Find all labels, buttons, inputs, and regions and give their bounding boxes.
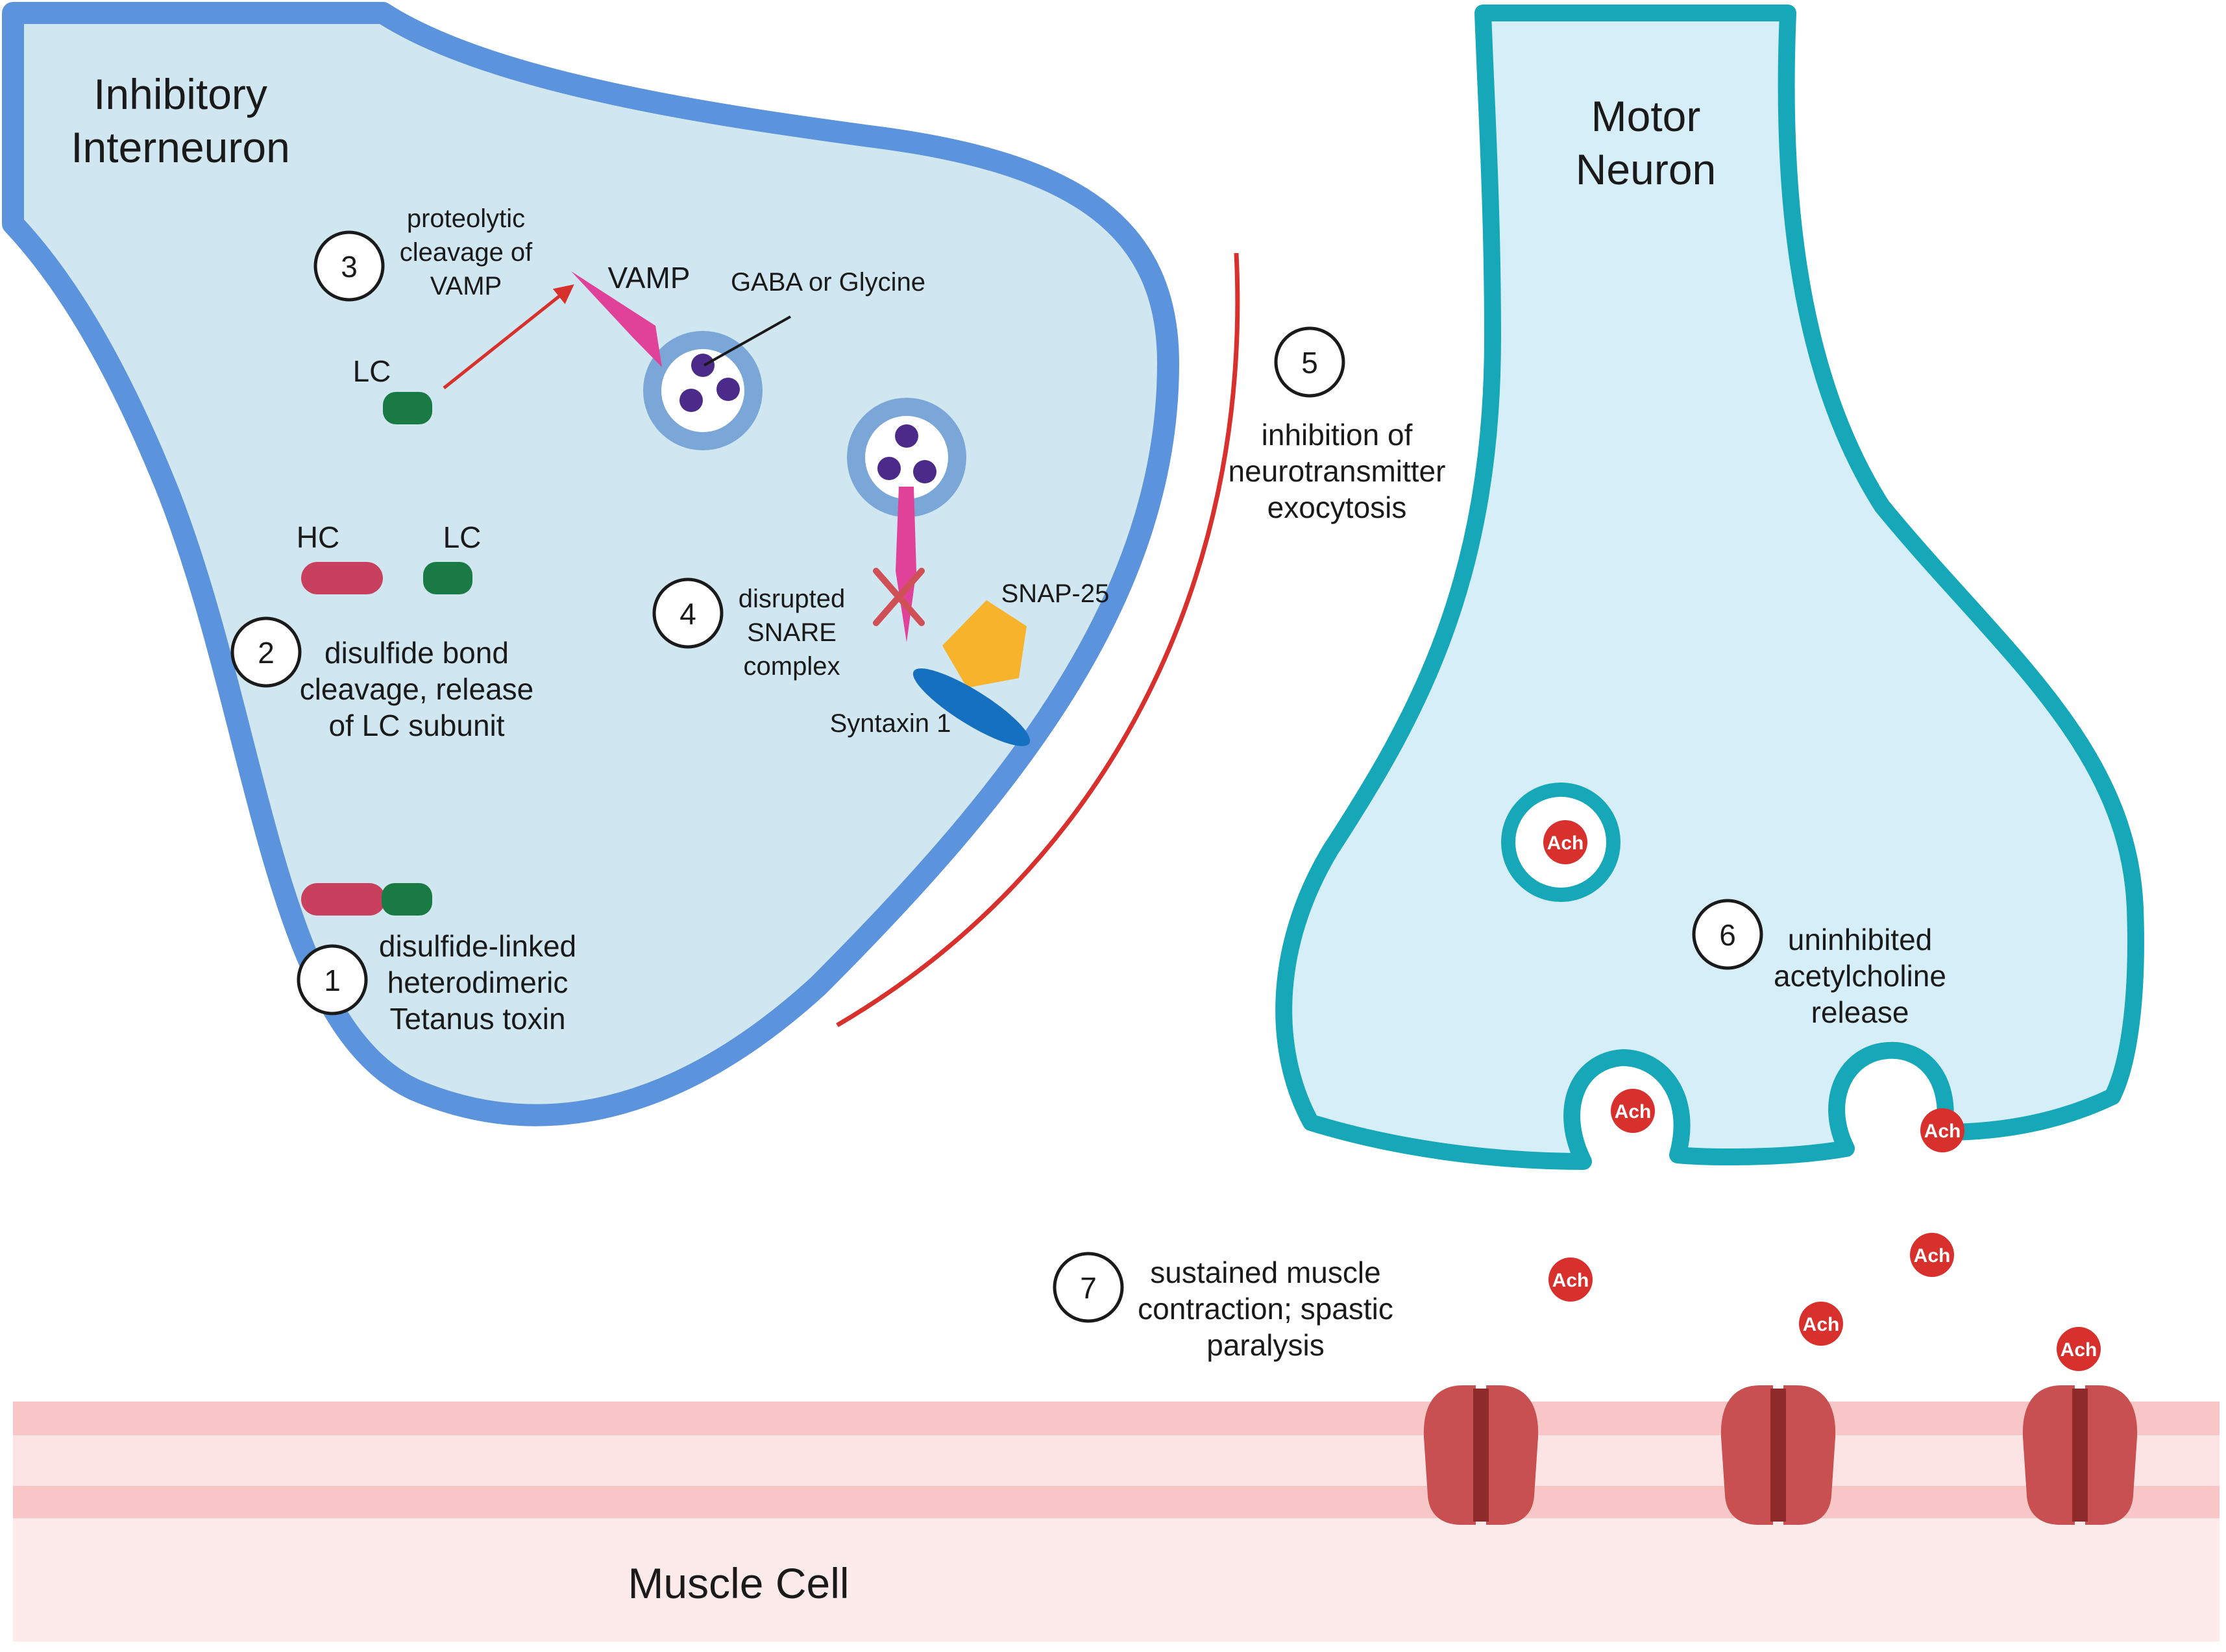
motor-neuron-body xyxy=(1275,5,2144,1170)
step-number: 2 xyxy=(258,636,275,670)
step-text-line: uninhibited xyxy=(1788,923,1933,956)
inhibition-barrier-line xyxy=(836,252,1240,1028)
ach-molecule-label: Ach xyxy=(1803,1314,1840,1335)
motor-title-line1: Motor xyxy=(1591,92,1701,140)
step-text-line: disrupted xyxy=(739,585,846,613)
light-chain-subunit xyxy=(383,392,432,424)
step-text-line: Tetanus toxin xyxy=(389,1002,565,1036)
step-text-line: cleavage, release xyxy=(300,672,534,706)
step-1: 1 disulfide-linked heterodimeric Tetanus… xyxy=(297,929,576,1036)
step-number-circle xyxy=(297,944,368,1015)
ach-receptor xyxy=(1423,1385,1539,1525)
gaba-label: GABA or Glycine xyxy=(731,268,925,297)
step-text-line: VAMP xyxy=(430,272,502,300)
step-3: 3 proteolytic cleavage of VAMP xyxy=(313,204,533,302)
ach-molecule: Ach xyxy=(1799,1302,1843,1346)
lc-label: LC xyxy=(443,520,482,554)
step-number-circle xyxy=(1274,326,1345,398)
ach-vesicle: Ach xyxy=(1501,783,1621,902)
step-number-circle xyxy=(313,230,385,302)
muscle-membrane-core xyxy=(13,1435,2220,1486)
step-2: 2 disulfide bond cleavage, release of LC… xyxy=(230,616,534,742)
ach-molecule-label: Ach xyxy=(1615,1101,1652,1123)
step-number-circle xyxy=(1053,1252,1124,1323)
step-text-line: inhibition of xyxy=(1262,418,1413,452)
step-number: 5 xyxy=(1301,346,1318,380)
step-text-line: contraction; spastic xyxy=(1138,1292,1393,1326)
step-text-line: release xyxy=(1811,995,1909,1029)
cleaved-vamp xyxy=(571,271,662,367)
step-text-line: sustained muscle xyxy=(1150,1256,1380,1289)
gaba-vesicle xyxy=(643,331,763,450)
syntaxin-label: Syntaxin 1 xyxy=(830,709,951,738)
gaba-vesicle xyxy=(847,398,966,517)
ach-molecule: Ach xyxy=(1548,1257,1593,1302)
step-text-line: exocytosis xyxy=(1267,491,1407,524)
inhibitory-title-line1: Inhibitory xyxy=(93,70,267,118)
step-text-line: paralysis xyxy=(1206,1328,1325,1362)
inhibitory-title-line2: Interneuron xyxy=(71,123,290,171)
step-text-line: of LC subunit xyxy=(328,709,504,742)
step-text-line: complex xyxy=(744,652,840,681)
ach-molecule: Ach xyxy=(1611,1089,1655,1133)
ach-molecule-label: Ach xyxy=(1552,1270,1589,1291)
ach-molecule-label: Ach xyxy=(1547,832,1584,854)
muscle-membrane-outer xyxy=(13,1402,2220,1435)
heavy-chain-subunit xyxy=(301,562,383,594)
gaba-pointer-line xyxy=(703,315,791,367)
muscle-cell-title: Muscle Cell xyxy=(628,1559,849,1607)
motor-neuron: Motor Neuron xyxy=(1275,5,2144,1170)
hc-label: HC xyxy=(297,520,339,554)
inhibitory-interneuron: Inhibitory Interneuron xyxy=(2,2,1179,1126)
muscle-membrane-inner xyxy=(13,1486,2220,1518)
step-number-circle xyxy=(1692,899,1763,970)
ach-receptor xyxy=(1720,1385,1836,1525)
step-number-circle xyxy=(652,577,724,649)
ach-molecule-label: Ach xyxy=(2061,1339,2098,1361)
step-text-line: disulfide-linked xyxy=(379,929,576,963)
step-number: 7 xyxy=(1080,1271,1097,1305)
step-text-line: heterodimeric xyxy=(387,966,569,999)
step-text-line: disulfide bond xyxy=(324,636,509,670)
syntaxin-protein xyxy=(912,668,1031,746)
step-number-circle xyxy=(230,616,302,688)
inhibitory-membrane xyxy=(2,2,1179,1126)
snap25-label: SNAP-25 xyxy=(1001,579,1110,608)
light-chain-subunit xyxy=(382,883,432,916)
step-number: 1 xyxy=(324,964,341,997)
vamp-label: VAMP xyxy=(608,261,691,295)
motor-title-line2: Neuron xyxy=(1576,145,1716,193)
muscle-cell: Muscle Cell xyxy=(13,1402,2220,1642)
step-7: 7 sustained muscle contraction; spastic … xyxy=(1053,1252,1393,1362)
step-4: 4 disrupted SNARE complex xyxy=(652,577,846,681)
ach-molecule-label: Ach xyxy=(1914,1245,1951,1267)
step-text-line: cleavage of xyxy=(400,238,533,267)
lc-to-vamp-arrow xyxy=(443,284,574,389)
step-text-line: acetylcholine xyxy=(1774,959,1946,993)
step-number: 4 xyxy=(679,597,696,631)
heavy-chain-subunit xyxy=(301,883,385,916)
step-text-line: neurotransmitter xyxy=(1229,454,1446,488)
ach-molecule: Ach xyxy=(1910,1233,1954,1277)
step-number: 6 xyxy=(1719,918,1736,952)
ach-molecule: Ach xyxy=(2057,1327,2101,1371)
ach-receptor xyxy=(2022,1385,2138,1525)
step-5: 5 inhibition of neurotransmitter exocyto… xyxy=(1229,326,1446,524)
step-6: 6 uninhibited acetylcholine release xyxy=(1692,899,1946,1029)
lc-label: LC xyxy=(353,354,391,388)
step-number: 3 xyxy=(341,250,358,284)
step-text-line: SNARE xyxy=(747,618,837,647)
snap25-protein xyxy=(942,600,1027,688)
disruption-x-icon xyxy=(873,568,925,626)
ach-molecule: Ach xyxy=(1920,1108,1964,1152)
ach-molecule-label: Ach xyxy=(1924,1121,1961,1142)
step-text-line: proteolytic xyxy=(407,204,525,233)
light-chain-subunit xyxy=(423,562,472,594)
